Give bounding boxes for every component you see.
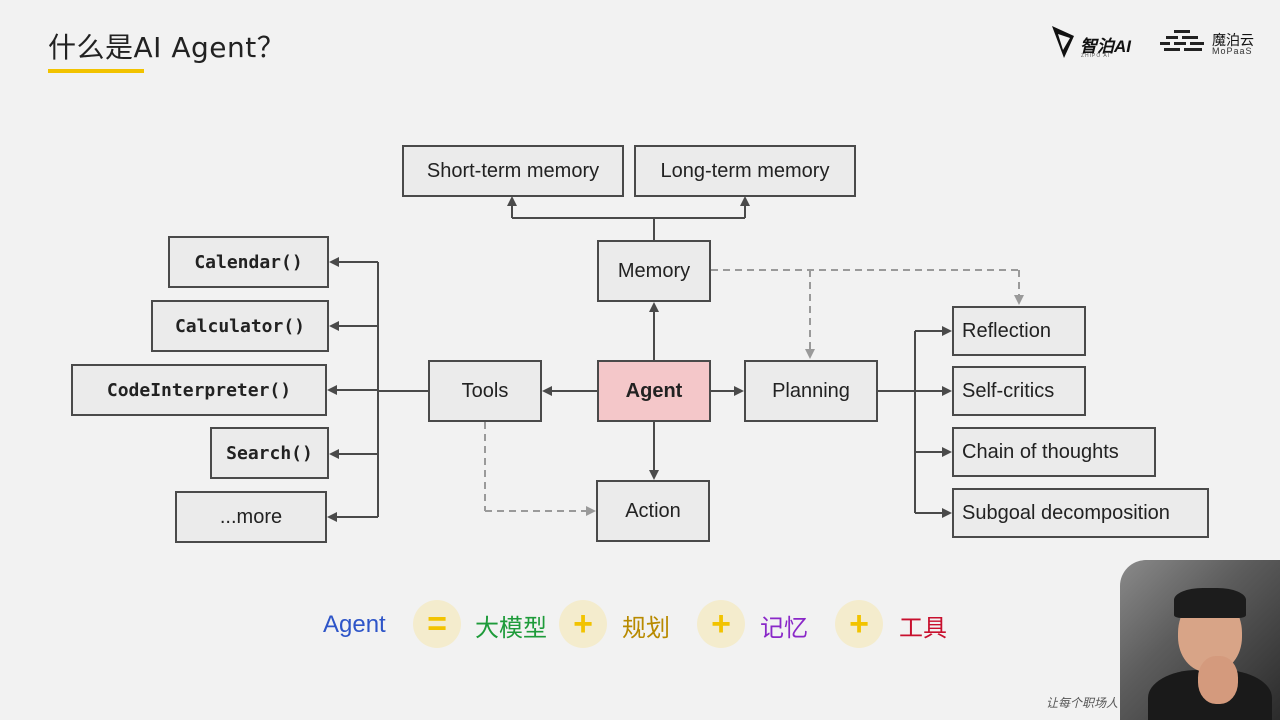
mopaas-logo-text: 魔泊云 <box>1212 32 1254 48</box>
zhipu-logo-text: 智泊AI <box>1080 37 1131 56</box>
formula-tools: 工具 <box>899 614 947 642</box>
plan-reflection-box: Reflection <box>952 306 1086 356</box>
long-term-memory-box: Long-term memory <box>634 145 856 197</box>
mopaas-logo-subtext: MoPaaS <box>1212 46 1253 56</box>
formula-plus-3: + <box>835 600 883 648</box>
tool-search-box: Search() <box>210 427 329 479</box>
formula-plus-2: + <box>697 600 745 648</box>
presenter-hand <box>1198 656 1238 704</box>
page-title: 什么是AI Agent？ <box>48 31 286 64</box>
plan-chain-of-thoughts-box: Chain of thoughts <box>952 427 1156 477</box>
mopaas-logo: 魔泊云 MoPaaS <box>1160 26 1260 60</box>
memory-box: Memory <box>597 240 711 302</box>
tools-box: Tools <box>428 360 542 422</box>
mopaas-logo-icon <box>1160 30 1204 51</box>
zhipu-logo: 智泊AI ZHIPO AI <box>1050 22 1140 62</box>
tool-calendar-box: Calendar() <box>168 236 329 288</box>
formula-planning: 规划 <box>622 614 670 642</box>
presenter-hair <box>1174 588 1246 618</box>
formula-equals: = <box>413 600 461 648</box>
tool-more-box: ...more <box>175 491 327 543</box>
formula-memory: 记忆 <box>760 614 808 642</box>
agent-box: Agent <box>597 360 711 422</box>
planning-box: Planning <box>744 360 878 422</box>
tool-codeinterpreter-box: CodeInterpreter() <box>71 364 327 416</box>
formula-plus-1: + <box>559 600 607 648</box>
short-term-memory-box: Short-term memory <box>402 145 624 197</box>
formula-agent: Agent <box>323 611 386 638</box>
plan-subgoal-decomposition-box: Subgoal decomposition <box>952 488 1209 538</box>
plan-self-critics-box: Self-critics <box>952 366 1086 416</box>
zhipu-logo-subtext: ZHIPO AI <box>1081 53 1111 59</box>
action-box: Action <box>596 480 710 542</box>
signature-text: 让每个职场人 <box>1046 696 1119 710</box>
zhipu-logo-icon <box>1052 26 1074 58</box>
tool-calculator-box: Calculator() <box>151 300 329 352</box>
presenter-webcam <box>1120 560 1280 720</box>
formula-llm: 大模型 <box>475 614 547 642</box>
title-underline <box>48 69 144 73</box>
